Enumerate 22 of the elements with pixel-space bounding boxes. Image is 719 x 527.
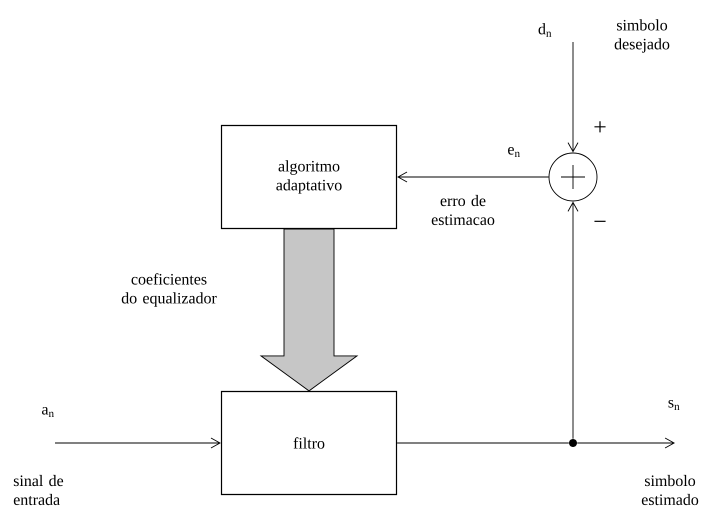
summing-junction (548, 152, 598, 202)
arrow (568, 201, 578, 440)
arrow (397, 172, 549, 182)
connector-line (396, 442, 570, 444)
signal-label: s$_{n}$ (668, 400, 680, 410)
process-box: filtro (220, 390, 398, 496)
block-arrow (260, 228, 358, 392)
signal-caption: simbolo estimado (642, 474, 698, 506)
sign-label: + (594, 121, 606, 132)
signal-label: a$_{n}$ (42, 406, 54, 418)
junction-dot (569, 439, 577, 447)
signal-caption: simbolo desejado (614, 19, 670, 53)
signal-label: d$_{n}$ (538, 23, 552, 37)
arrow (576, 438, 675, 448)
signal-caption: sinal de entrada (14, 474, 64, 506)
signal-label: e$_{n}$ (508, 146, 520, 158)
arrow-caption: coeficientes do equalizador (122, 273, 217, 307)
arrow (568, 42, 578, 153)
sign-label: − (594, 220, 606, 222)
signal-caption: erro de estimacao (432, 194, 494, 226)
process-box: algoritmo adaptativo (220, 124, 398, 230)
arrow (54, 438, 221, 448)
